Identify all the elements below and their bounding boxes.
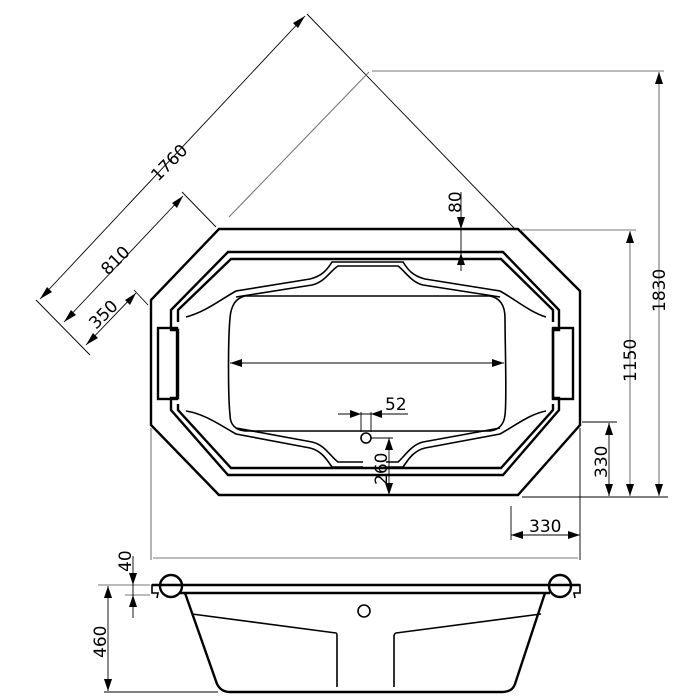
right-headrest	[551, 326, 575, 401]
right-headrest-circle	[547, 573, 573, 599]
dim-line-1760	[39, 15, 306, 300]
dim-460-label: 460	[91, 626, 111, 658]
plan-dimensions: 1760 810 350 1830 1150 330	[35, 13, 670, 560]
side-dimensions: 40 460	[91, 550, 218, 693]
outer-rim-outline	[149, 227, 582, 497]
dim-330-horizontal-label: 330	[529, 517, 561, 537]
deck-outline-bottom	[176, 404, 555, 470]
dim-1150-label: 1150	[621, 339, 641, 382]
dim-810-label: 810	[97, 242, 134, 279]
dim-80-label: 80	[446, 191, 466, 213]
left-headrest	[156, 326, 179, 401]
right-seat-profile	[393, 613, 542, 687]
dim-52-label: 52	[385, 395, 407, 415]
side-view	[151, 573, 581, 694]
basin-outline	[227, 295, 507, 432]
dim-1760-label: 1760	[147, 141, 192, 186]
dim-line-810	[63, 195, 184, 323]
seat-contour-bottom	[185, 410, 547, 468]
left-headrest-circle	[158, 573, 184, 599]
deck-outline	[176, 257, 555, 322]
inner-rim-outline	[169, 250, 561, 477]
dim-260-label: 260	[372, 453, 392, 485]
left-seat-profile	[191, 613, 338, 687]
left-rim-hook	[151, 584, 166, 599]
dim-1830-label: 1830	[650, 269, 670, 312]
dim-330-vertical-label: 330	[592, 446, 612, 478]
dim-350-label: 350	[85, 296, 122, 333]
drain-hole	[360, 432, 372, 444]
dim-40-label: 40	[116, 550, 136, 572]
overflow-hole	[357, 604, 371, 618]
seat-contour-inner-bottom	[235, 427, 501, 463]
seat-contour-inner	[235, 265, 501, 298]
tub-body-outline	[183, 592, 547, 694]
plan-view	[149, 227, 582, 497]
right-rim-hook	[566, 584, 581, 599]
seat-contour	[185, 261, 547, 318]
